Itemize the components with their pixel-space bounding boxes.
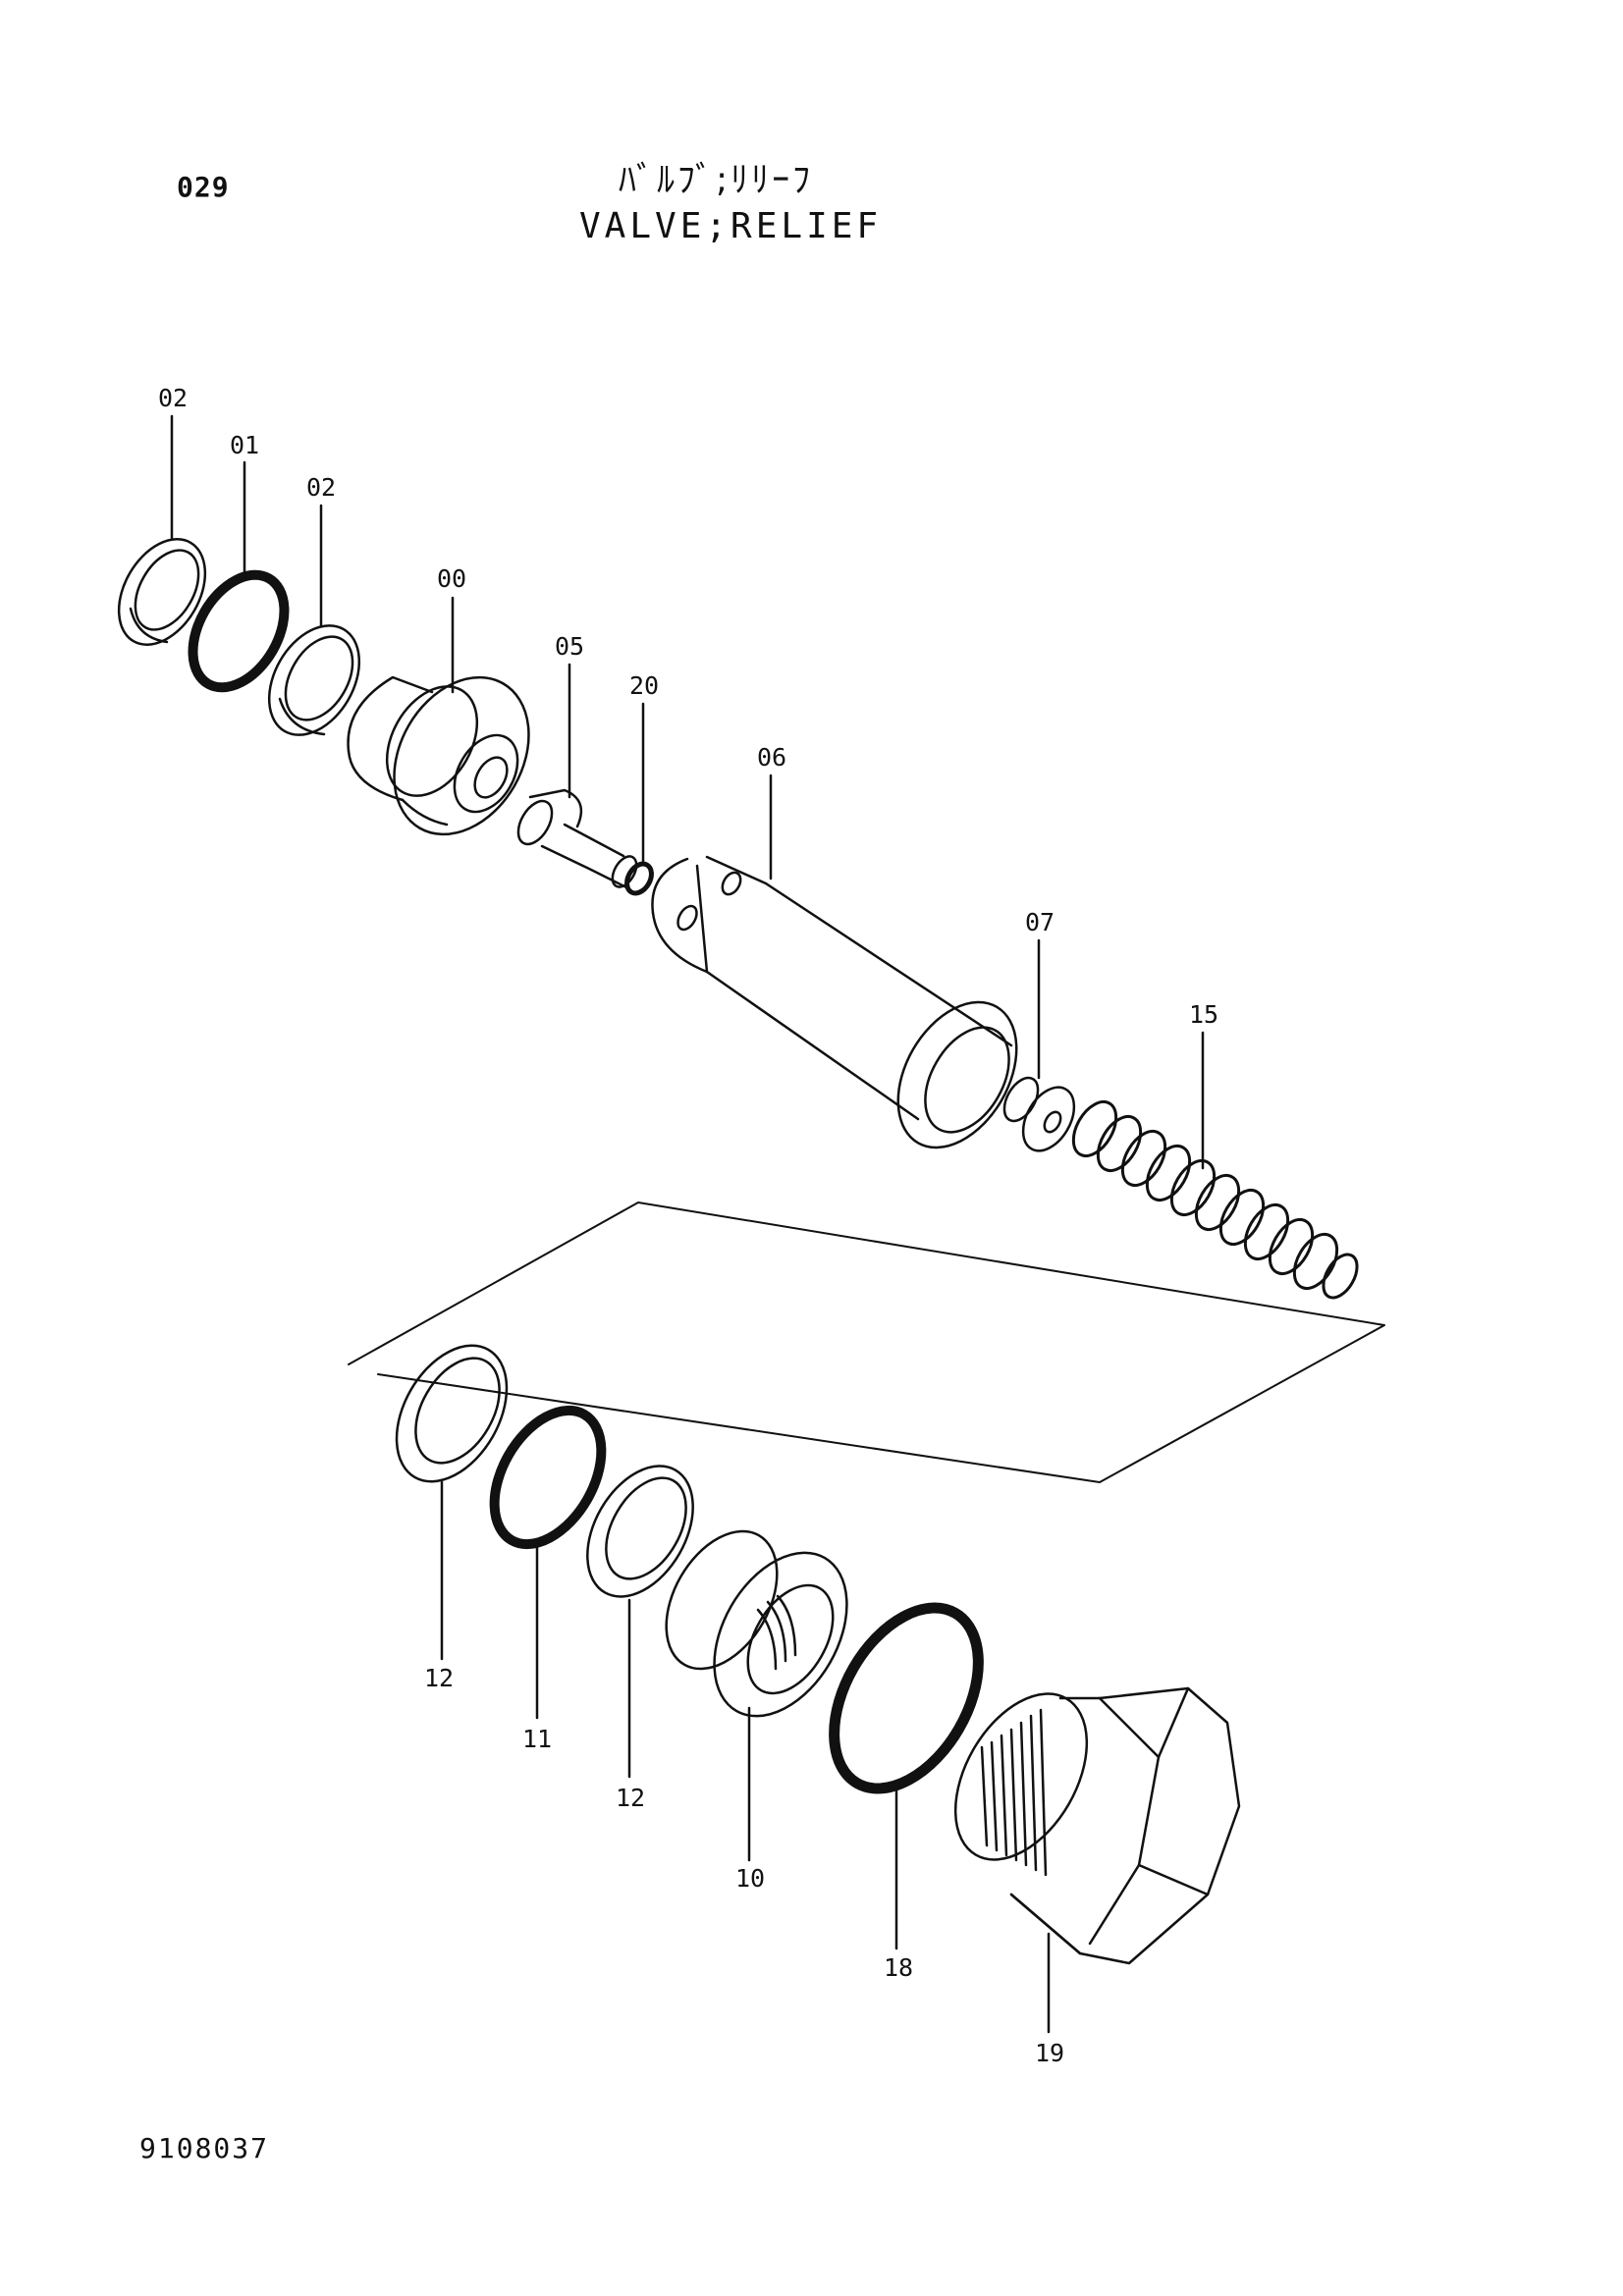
callout-02b: 02 <box>306 473 336 502</box>
callout-19: 19 <box>1035 2039 1064 2067</box>
part-02-backup-ring <box>117 538 207 646</box>
callout-05: 05 <box>555 632 584 661</box>
part-12-backup-ring <box>395 1344 509 1483</box>
part-07-spring-seat <box>1002 1076 1076 1152</box>
callout-10: 10 <box>735 1864 765 1893</box>
document-code: 9108037 <box>139 2132 270 2164</box>
part-15-spring <box>1071 1100 1359 1300</box>
part-18-o-ring <box>829 1602 984 1794</box>
callout-06: 06 <box>757 743 786 772</box>
callout-18: 18 <box>884 1953 913 1982</box>
assembly-outline <box>348 1201 1385 1483</box>
page-number: 029 <box>177 171 230 203</box>
title-english: VALVE;RELIEF <box>579 206 883 246</box>
part-19-plug <box>953 1686 1241 1965</box>
title-japanese: ﾊﾞﾙﾌﾞ;ﾘﾘｰﾌ <box>619 160 814 200</box>
part-06-piston <box>651 855 1018 1149</box>
callout-12a: 12 <box>424 1664 454 1692</box>
callout-00: 00 <box>437 564 466 593</box>
part-12-backup-ring-b <box>586 1465 694 1598</box>
callout-07: 07 <box>1025 908 1055 936</box>
part-20-small-ring <box>624 861 654 896</box>
callout-15: 15 <box>1189 1000 1218 1029</box>
part-10-nut <box>665 1529 848 1718</box>
callout-01: 01 <box>230 431 259 459</box>
part-11-o-ring <box>489 1405 607 1550</box>
callout-20: 20 <box>629 671 659 700</box>
part-02-backup-ring-b <box>267 624 361 736</box>
part-01-o-ring <box>188 569 290 693</box>
callout-12b: 12 <box>616 1784 645 1812</box>
part-05-poppet <box>516 788 638 890</box>
callout-11: 11 <box>522 1725 552 1753</box>
callout-02a: 02 <box>158 384 188 412</box>
part-00-sleeve <box>347 675 530 836</box>
